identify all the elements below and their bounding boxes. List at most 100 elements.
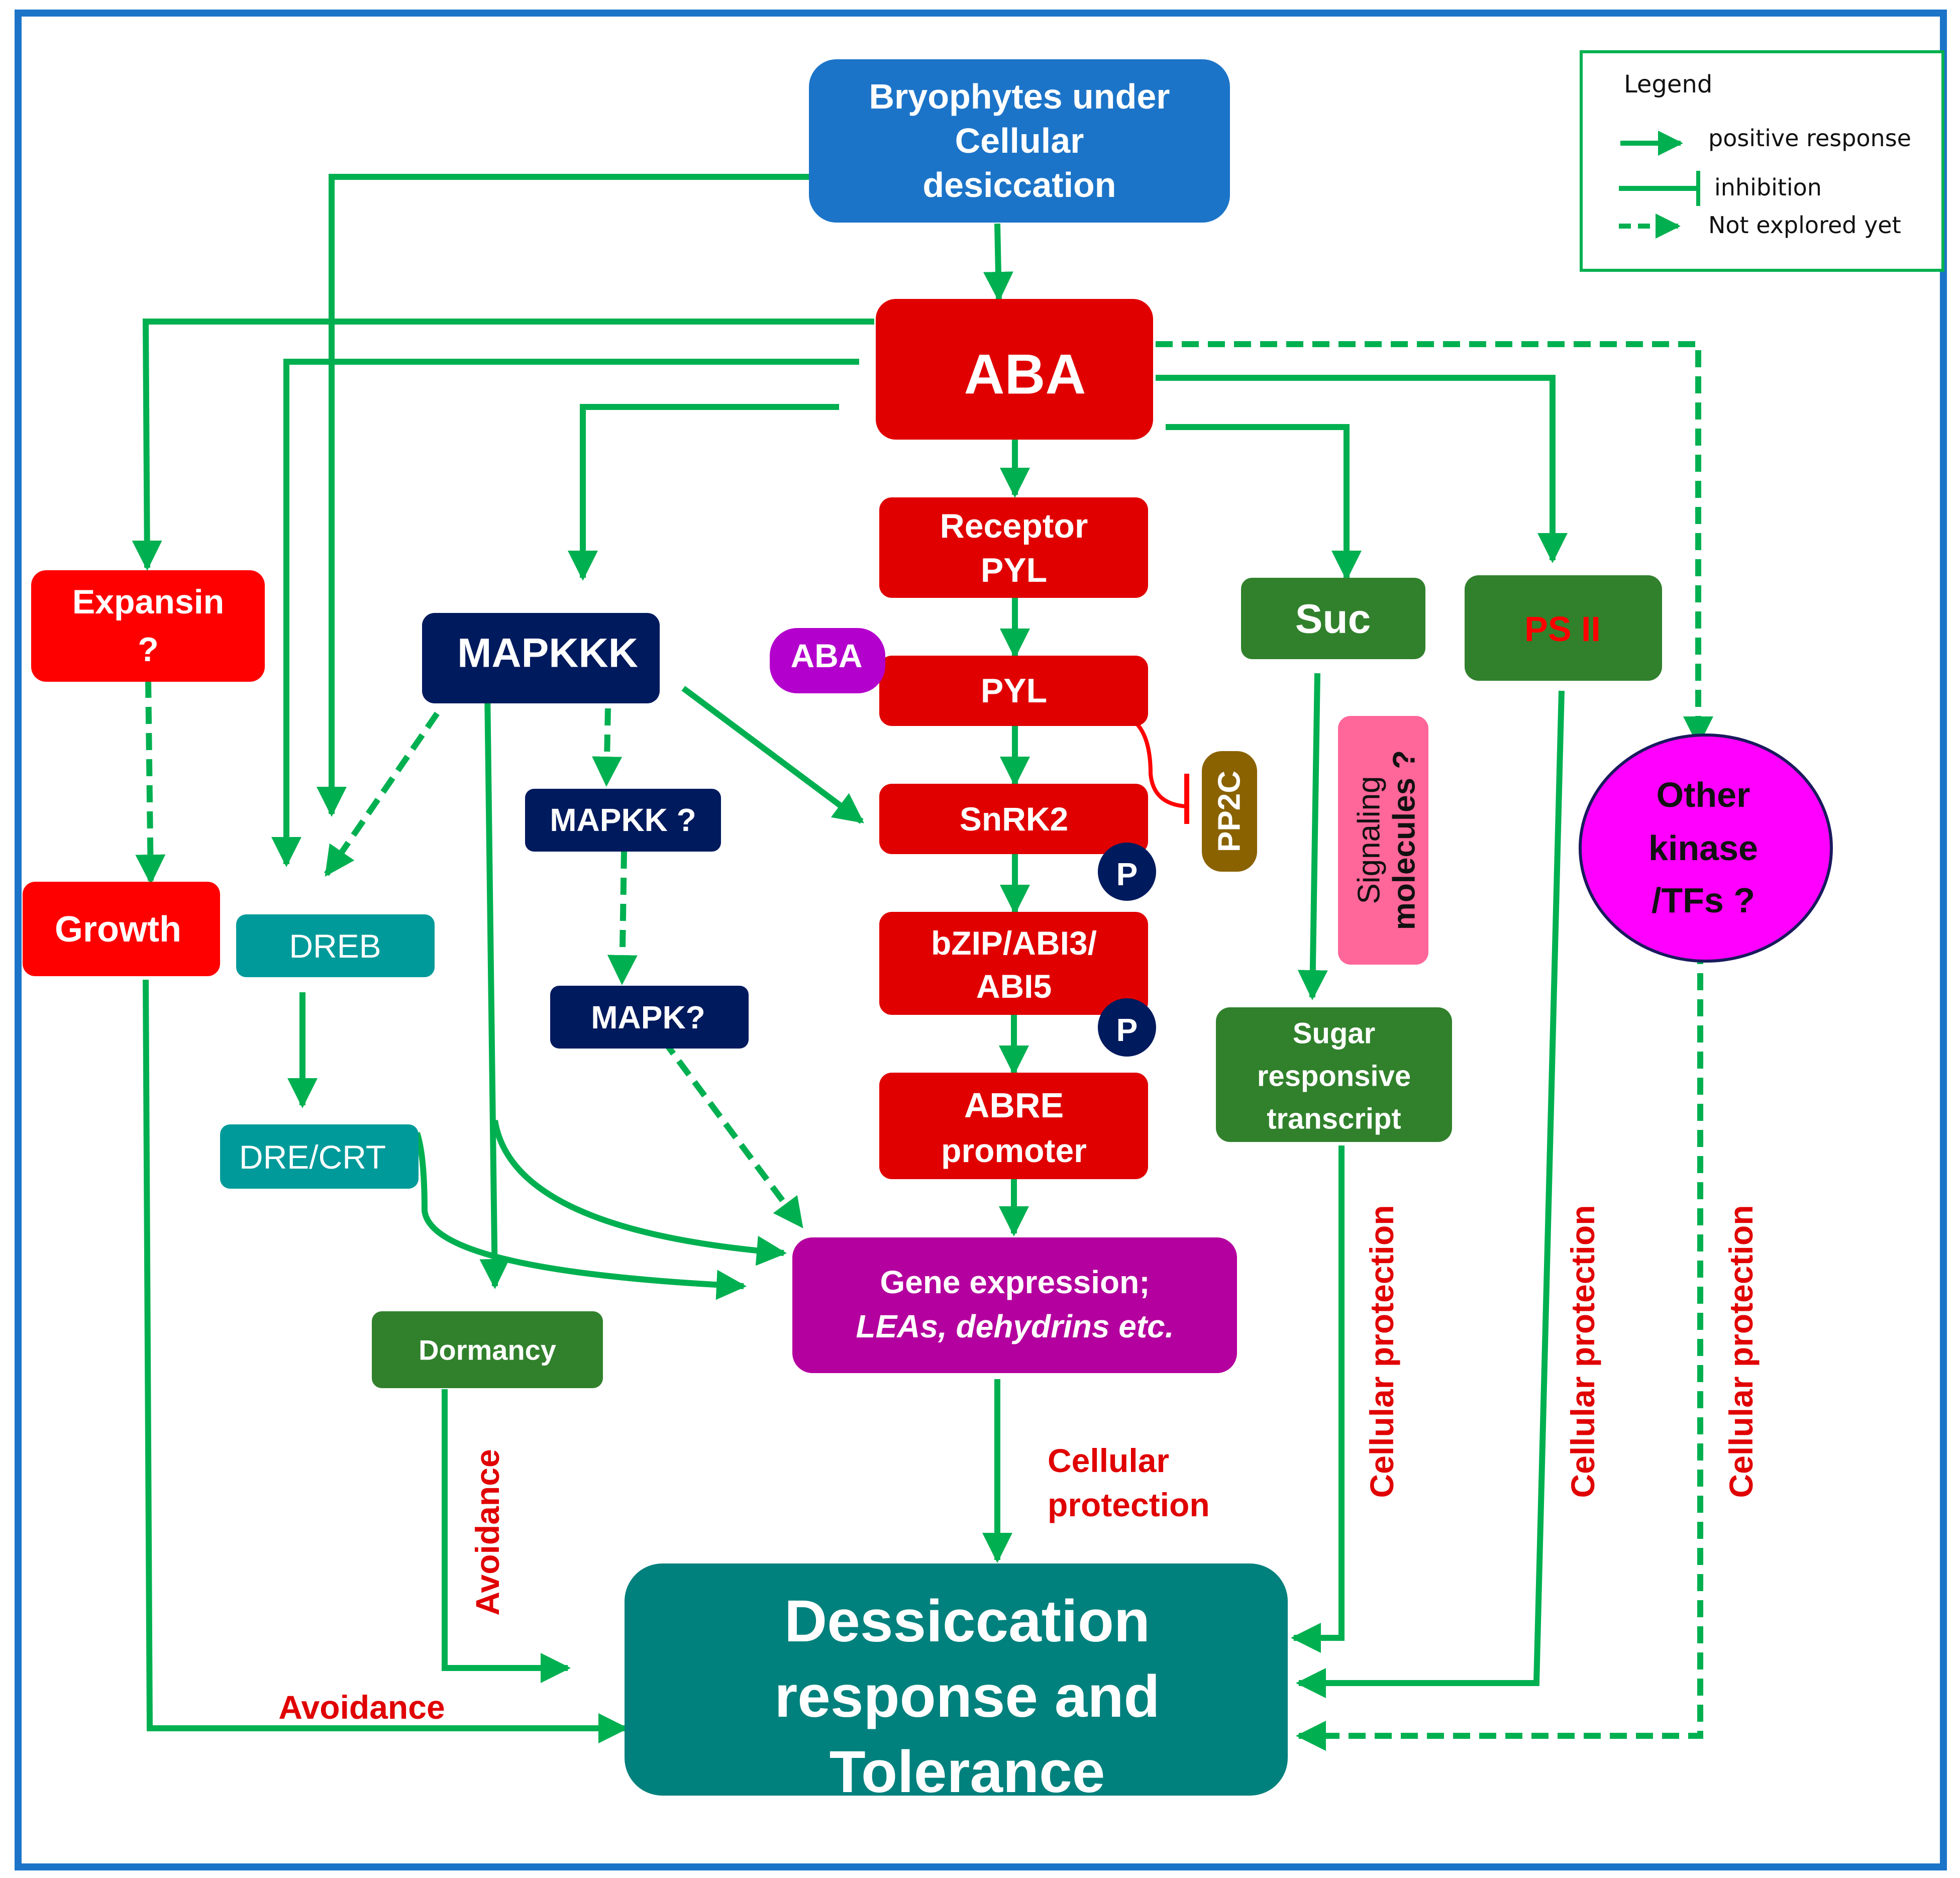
- edge-bryophytes-dreb: [317, 174, 809, 817]
- node-dormancy: Dormancy: [372, 1311, 603, 1388]
- edge-mapkkk-gene: [492, 1120, 787, 1266]
- edge-aba-other: [1156, 341, 1713, 747]
- node-receptor-line1: Receptor: [940, 507, 1088, 545]
- node-psii-label: PS II: [1524, 609, 1601, 649]
- node-pyl-label: PYL: [981, 672, 1047, 710]
- edge-psii-final: [1296, 690, 1565, 1698]
- phosphate-badge-bzip: P: [1098, 998, 1156, 1057]
- node-gene-line2: LEAs, dehydrins etc.: [856, 1308, 1174, 1344]
- node-sugar-line1: Sugar: [1293, 1017, 1375, 1050]
- node-mapk: MAPK?: [550, 986, 749, 1049]
- node-sugar-line2: responsive: [1257, 1060, 1411, 1093]
- node-dre-crt: DRE/CRT: [220, 1124, 419, 1189]
- node-suc-label: Suc: [1295, 596, 1371, 642]
- edge-aba-suc: [1166, 424, 1362, 581]
- node-dreb-label: DREB: [289, 927, 381, 965]
- node-dormancy-label: Dormancy: [419, 1334, 556, 1366]
- label-cellular-protection-sugar: Cellular protection: [1363, 1205, 1400, 1498]
- label-cellular-protection-gene-line1: Cellular: [1048, 1442, 1169, 1479]
- node-aba: ABA: [876, 299, 1153, 440]
- label-cellular-protection-psii: Cellular protection: [1564, 1205, 1601, 1498]
- node-other-line2: kinase: [1648, 828, 1758, 868]
- node-final-line2: response and: [774, 1663, 1160, 1730]
- node-sugar-responsive: Sugar responsive transcript: [1216, 1007, 1452, 1142]
- edge-pyl-pp2c-inhibition: [1134, 722, 1186, 808]
- legend-title: Legend: [1624, 70, 1712, 98]
- node-psii: PS II: [1465, 575, 1662, 681]
- node-bryophytes: Bryophytes under Cellular desiccation: [809, 59, 1230, 223]
- label-cellular-protection-other: Cellular protection: [1722, 1205, 1760, 1498]
- phosphate-label-2: P: [1116, 1012, 1138, 1048]
- legend-positive-label: positive response: [1708, 125, 1911, 152]
- node-final-tolerance: Dessiccation response and Tolerance: [625, 1563, 1288, 1805]
- edge-expansin-growth: [135, 680, 166, 885]
- node-expansin-line2: ?: [138, 631, 159, 669]
- node-growth: Growth: [23, 882, 220, 976]
- edge-aba-mapkkk: [568, 404, 839, 581]
- label-avoidance-growth: Avoidance: [278, 1689, 445, 1726]
- edge-mapkk-mapk: [607, 851, 638, 985]
- node-bzip-line2: ABI5: [976, 968, 1052, 1005]
- edge-bryophytes-aba: [983, 223, 1013, 302]
- edge-dormancy-final: [442, 1389, 571, 1683]
- node-abre-promoter: ABRE promoter: [879, 1073, 1148, 1179]
- node-other-line1: Other: [1657, 775, 1750, 814]
- edge-mapk-gene: [661, 1038, 804, 1228]
- edge-aba-dreb: [271, 359, 859, 867]
- node-abre-line1: ABRE: [964, 1086, 1064, 1125]
- node-expansin: Expansin ?: [31, 570, 265, 682]
- node-mapk-label: MAPK?: [591, 999, 705, 1035]
- node-other-kinase: Other kinase /TFs ?: [1579, 734, 1833, 963]
- edge-suc-sugar: [1297, 673, 1328, 1000]
- node-mapkkk: MAPKKK: [422, 613, 660, 703]
- node-other-line3: /TFs ?: [1652, 881, 1755, 920]
- node-aba-label: ABA: [964, 343, 1086, 406]
- node-mapkk: MAPKK ?: [525, 789, 721, 852]
- phosphate-badge-snrk2: P: [1098, 843, 1156, 901]
- edge-drecrt-gene: [414, 1132, 747, 1300]
- node-abre-line2: promoter: [941, 1132, 1087, 1169]
- node-snrk2: SnRK2: [879, 784, 1148, 854]
- node-bzip-line1: bZIP/ABI3/: [931, 924, 1097, 962]
- node-pp2c: PP2C: [1202, 751, 1257, 872]
- node-receptor-pyl: Receptor PYL: [879, 497, 1148, 598]
- node-signaling-molecules: Signaling molecules ?: [1338, 716, 1428, 965]
- edge-aba-expansin: [132, 319, 874, 571]
- node-suc: Suc: [1241, 578, 1425, 659]
- connector-layer: [132, 174, 1713, 1751]
- outer-frame: [15, 10, 1947, 1870]
- edge-mapkkk-dormancy: [479, 690, 510, 1289]
- node-bryophytes-line1: Bryophytes under: [869, 77, 1170, 116]
- node-dreb: DREB: [236, 914, 435, 977]
- node-final-line3: Tolerance: [830, 1739, 1105, 1805]
- node-signaling-line2: molecules ?: [1387, 750, 1422, 930]
- edge-sugar-final: [1291, 1145, 1345, 1653]
- node-expansin-line1: Expansin: [72, 583, 224, 621]
- node-mapkk-label: MAPKK ?: [550, 802, 696, 838]
- node-growth-label: Growth: [55, 909, 181, 950]
- edge-growth-final: [143, 979, 629, 1743]
- node-pyl: PYL: [879, 656, 1148, 726]
- node-bryophytes-line2: Cellular: [955, 121, 1084, 160]
- node-snrk2-label: SnRK2: [960, 800, 1068, 838]
- node-mapkkk-label: MAPKKK: [457, 631, 638, 676]
- node-final-line1: Dessiccation: [784, 1588, 1150, 1654]
- node-gene-line1: Gene expression;: [880, 1264, 1150, 1300]
- node-signaling-line1: Signaling: [1352, 776, 1387, 904]
- node-aba-bound: ABA: [770, 628, 885, 693]
- node-aba-small-label: ABA: [791, 637, 863, 674]
- edge-mapkkk-snrk2: [681, 686, 864, 824]
- edge-aba-psii: [1156, 375, 1568, 563]
- node-receptor-line2: PYL: [981, 551, 1047, 589]
- node-bryophytes-line3: desiccation: [922, 165, 1116, 204]
- edge-other-final: [1296, 947, 1703, 1751]
- legend-inhibition-label: inhibition: [1714, 174, 1822, 201]
- node-bzip-abi: bZIP/ABI3/ ABI5: [879, 912, 1148, 1015]
- phosphate-label-1: P: [1116, 856, 1138, 892]
- label-avoidance-dormancy: Avoidance: [469, 1449, 506, 1615]
- label-cellular-protection-gene-line2: protection: [1048, 1486, 1210, 1523]
- node-drecrt-label: DRE/CRT: [239, 1138, 386, 1176]
- edge-mapkkk-mapkk: [592, 708, 623, 787]
- node-sugar-line3: transcript: [1267, 1103, 1401, 1135]
